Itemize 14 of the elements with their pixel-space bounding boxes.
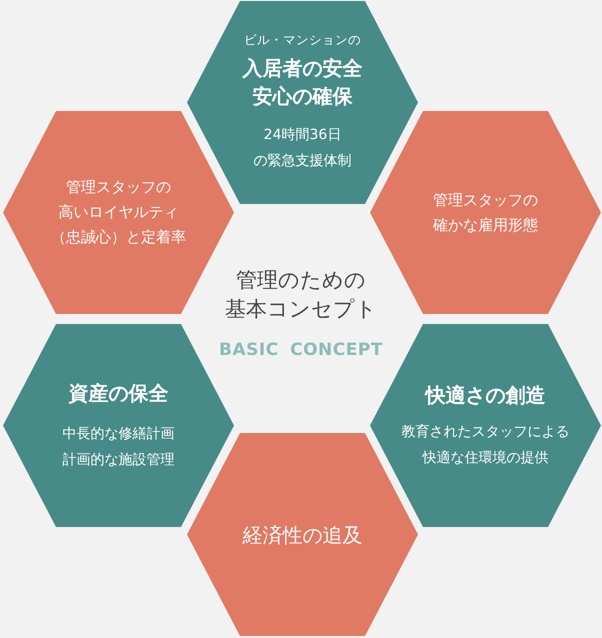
hexagon-text: 中長的な修繕計画計画的な施設管理 <box>62 424 174 470</box>
hexagon-heading: 快適さの創造 <box>426 382 546 408</box>
hexagon-text: 管理スタッフの高いロイヤルティ（忠誠心）と定着率 <box>51 177 186 248</box>
hexagon-text: 24時間36日の緊急支援体制 <box>254 126 352 171</box>
hexagon-text: 管理スタッフの確かな雇用形態 <box>433 190 538 236</box>
hexagon-text: ビル・マンションの <box>244 31 361 48</box>
title: 管理のための基本コンセプト <box>224 267 378 323</box>
hexagon-heading: 資産の保全 <box>68 380 168 406</box>
hexagon <box>370 111 601 314</box>
subtitle: BASIC CONCEPT <box>218 340 384 360</box>
hexagon <box>187 1 418 204</box>
hexagon-heading: 経済性の追及 <box>242 522 362 548</box>
hexagon-heading: 入居者の安全安心の確保 <box>242 55 362 110</box>
hexagon-text: 教育されたスタッフによる快適な住環境の提供 <box>402 422 570 468</box>
